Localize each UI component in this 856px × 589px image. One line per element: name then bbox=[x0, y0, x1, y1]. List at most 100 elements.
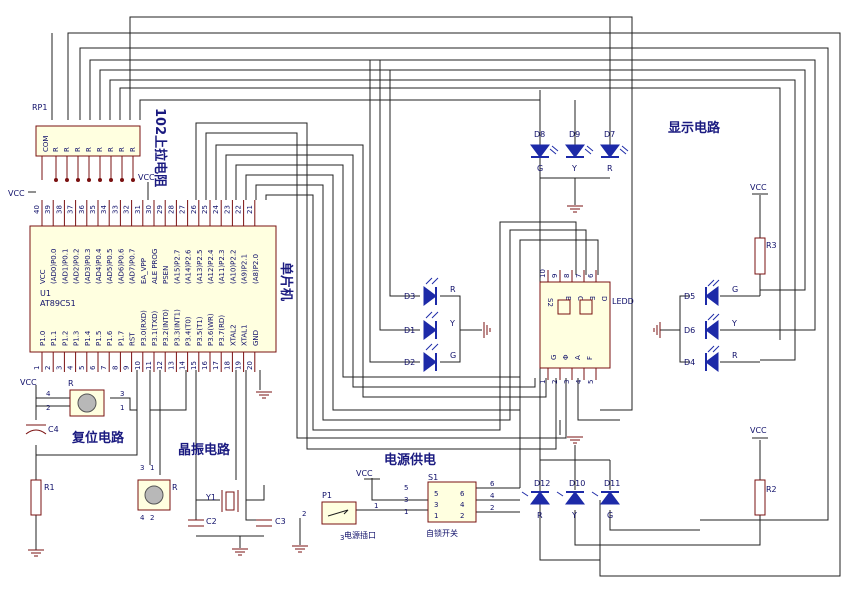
mcu-bottom-pin-number: 1 bbox=[33, 366, 41, 370]
mcu-top-pin-label: (A14)P2.6 bbox=[185, 249, 193, 284]
rp1-com-label: COM bbox=[42, 136, 50, 152]
right-led-ref: D4 bbox=[684, 358, 695, 367]
mcu-top-pin-number: 22 bbox=[235, 205, 243, 214]
led-ray-icon bbox=[619, 148, 627, 155]
mcu-top-pin-number: 25 bbox=[201, 205, 209, 214]
r2-label: R2 bbox=[766, 485, 777, 494]
mcu-model: AT89C51 bbox=[40, 299, 76, 308]
rp1-description: 102上拉电阻 bbox=[152, 108, 168, 187]
mcu-top-pin-label: VCC bbox=[39, 269, 47, 284]
led-diode-icon bbox=[530, 144, 550, 158]
seg-top-pin-number: 6 bbox=[587, 273, 595, 278]
vcc-label-r3: VCC bbox=[750, 183, 767, 192]
rp1-pin-dot bbox=[54, 178, 58, 182]
led-ray-icon bbox=[425, 277, 433, 285]
mcu-bottom-pin-number: 4 bbox=[67, 365, 75, 370]
mcu-top-pin-number: 34 bbox=[100, 205, 108, 214]
led-ray-icon bbox=[707, 279, 715, 287]
mcu-bottom-pin-label: P1.5 bbox=[95, 331, 103, 346]
mcu-bottom-pin-number: 7 bbox=[100, 366, 108, 370]
bottom-led-ref: D12 bbox=[534, 479, 550, 488]
mcu-bottom-pin-number: 16 bbox=[201, 361, 209, 370]
ground-symbols bbox=[28, 205, 661, 557]
bottom-led-color: R bbox=[537, 511, 543, 520]
self-lock-switch-label: 自锁开关 bbox=[426, 528, 458, 538]
seg-left-label: G bbox=[550, 355, 558, 360]
led-diode-icon bbox=[705, 352, 719, 372]
mcu-top-pin-label: (A15)P2.7 bbox=[173, 249, 181, 284]
rp1-pin-dot bbox=[87, 178, 91, 182]
mcu-bottom-pin-label: GND bbox=[252, 330, 260, 346]
switch-right-pin: 6 bbox=[490, 480, 495, 488]
seg-left-label: Φ bbox=[562, 354, 570, 360]
seg-top-pin-number: 9 bbox=[551, 274, 559, 278]
mcu-bottom-pin-label: P3.7(RD) bbox=[218, 315, 226, 346]
led-diode-icon bbox=[705, 286, 719, 306]
mcu-ref: U1 bbox=[40, 289, 51, 298]
rp1-pin-dot bbox=[120, 178, 124, 182]
crystal-button-label: R bbox=[172, 483, 178, 492]
top-led-color: R bbox=[607, 164, 613, 173]
mcu-bottom-pin-number: 2 bbox=[44, 366, 52, 370]
r1-label: R1 bbox=[44, 483, 55, 492]
rp1-pin-dot bbox=[131, 178, 135, 182]
mcu-bottom-pin-label: P3.1(TXD) bbox=[151, 310, 159, 346]
socket-pin-2: 2 bbox=[302, 510, 306, 518]
rp1-pin-dot bbox=[98, 178, 102, 182]
crystal-btn-pin-2: 2 bbox=[150, 514, 154, 522]
middle-led: D1Y bbox=[404, 311, 455, 340]
switch-inner-right-pin: 6 bbox=[460, 490, 465, 498]
mcu-top-pin-label: (A10)P2.2 bbox=[229, 249, 237, 284]
mcu-top-pin-label: (AD2)P0.2 bbox=[73, 249, 81, 284]
mcu-top-pin-label: (A8)P2.0 bbox=[252, 254, 260, 284]
y1-label: Y1 bbox=[205, 493, 216, 502]
mcu-bottom-pin-number: 14 bbox=[179, 361, 187, 370]
seg-top-pin-number: 10 bbox=[539, 269, 547, 278]
led-ray-icon bbox=[431, 277, 439, 285]
switch-right-pin: 4 bbox=[490, 492, 495, 500]
top-led-ref: D7 bbox=[604, 130, 615, 139]
bottom-led-ref: D10 bbox=[569, 479, 585, 488]
middle-led-color: G bbox=[450, 351, 456, 360]
vcc-label-r2: VCC bbox=[750, 426, 767, 435]
mcu-bottom-pin-number: 13 bbox=[167, 361, 175, 370]
s2-label: S2 bbox=[546, 298, 554, 307]
mcu-top-pin-label: EA_VPP bbox=[140, 258, 148, 284]
mcu-top-pin-label: (AD3)P0.3 bbox=[84, 249, 92, 284]
crystal-circuit-title: 晶振电路 bbox=[178, 442, 231, 458]
mcu-top-pin-number: 27 bbox=[179, 205, 187, 214]
mcu-top-pin-number: 35 bbox=[89, 205, 97, 214]
right-led: D5G bbox=[684, 279, 738, 306]
switch-outer-pin: 3 bbox=[404, 496, 408, 504]
switch-right-pin: 2 bbox=[490, 504, 494, 512]
seg-bottom-pin-number: 5 bbox=[587, 380, 595, 384]
seg-top-pin-number: 7 bbox=[575, 274, 583, 278]
mcu-top-pin-label: (AD4)P0.4 bbox=[95, 248, 103, 284]
led-diode-icon bbox=[705, 320, 719, 340]
right-led-color: G bbox=[732, 285, 738, 294]
seg-left-label: F bbox=[586, 356, 594, 360]
rp1-resistor-label: R bbox=[129, 147, 137, 152]
middle-led-color: Y bbox=[449, 319, 455, 328]
seg-right-label: E bbox=[588, 296, 596, 300]
switch-inner-right-pin: 4 bbox=[460, 501, 465, 509]
reset-pin-1: 1 bbox=[120, 404, 124, 412]
led-diode-icon bbox=[565, 491, 585, 505]
r3-label: R3 bbox=[766, 241, 777, 250]
right-led-ref: D6 bbox=[684, 326, 695, 335]
mcu-bottom-pin-label: P3.3(INT1) bbox=[173, 309, 181, 346]
led-ray-icon bbox=[707, 313, 715, 321]
led-diode-icon bbox=[600, 144, 620, 158]
wiring bbox=[28, 16, 841, 577]
top-led: D8G bbox=[530, 130, 559, 173]
c3-label: C3 bbox=[275, 517, 286, 526]
mcu-bottom-pin-number: 6 bbox=[89, 365, 97, 370]
ground-icon bbox=[28, 549, 44, 557]
mcu-bottom-pin-number: 11 bbox=[145, 361, 153, 370]
mcu-top-pin-number: 31 bbox=[134, 205, 142, 214]
mcu-bottom-pin-label: P3.2(INT0) bbox=[162, 309, 170, 346]
ground-icon bbox=[567, 205, 583, 213]
